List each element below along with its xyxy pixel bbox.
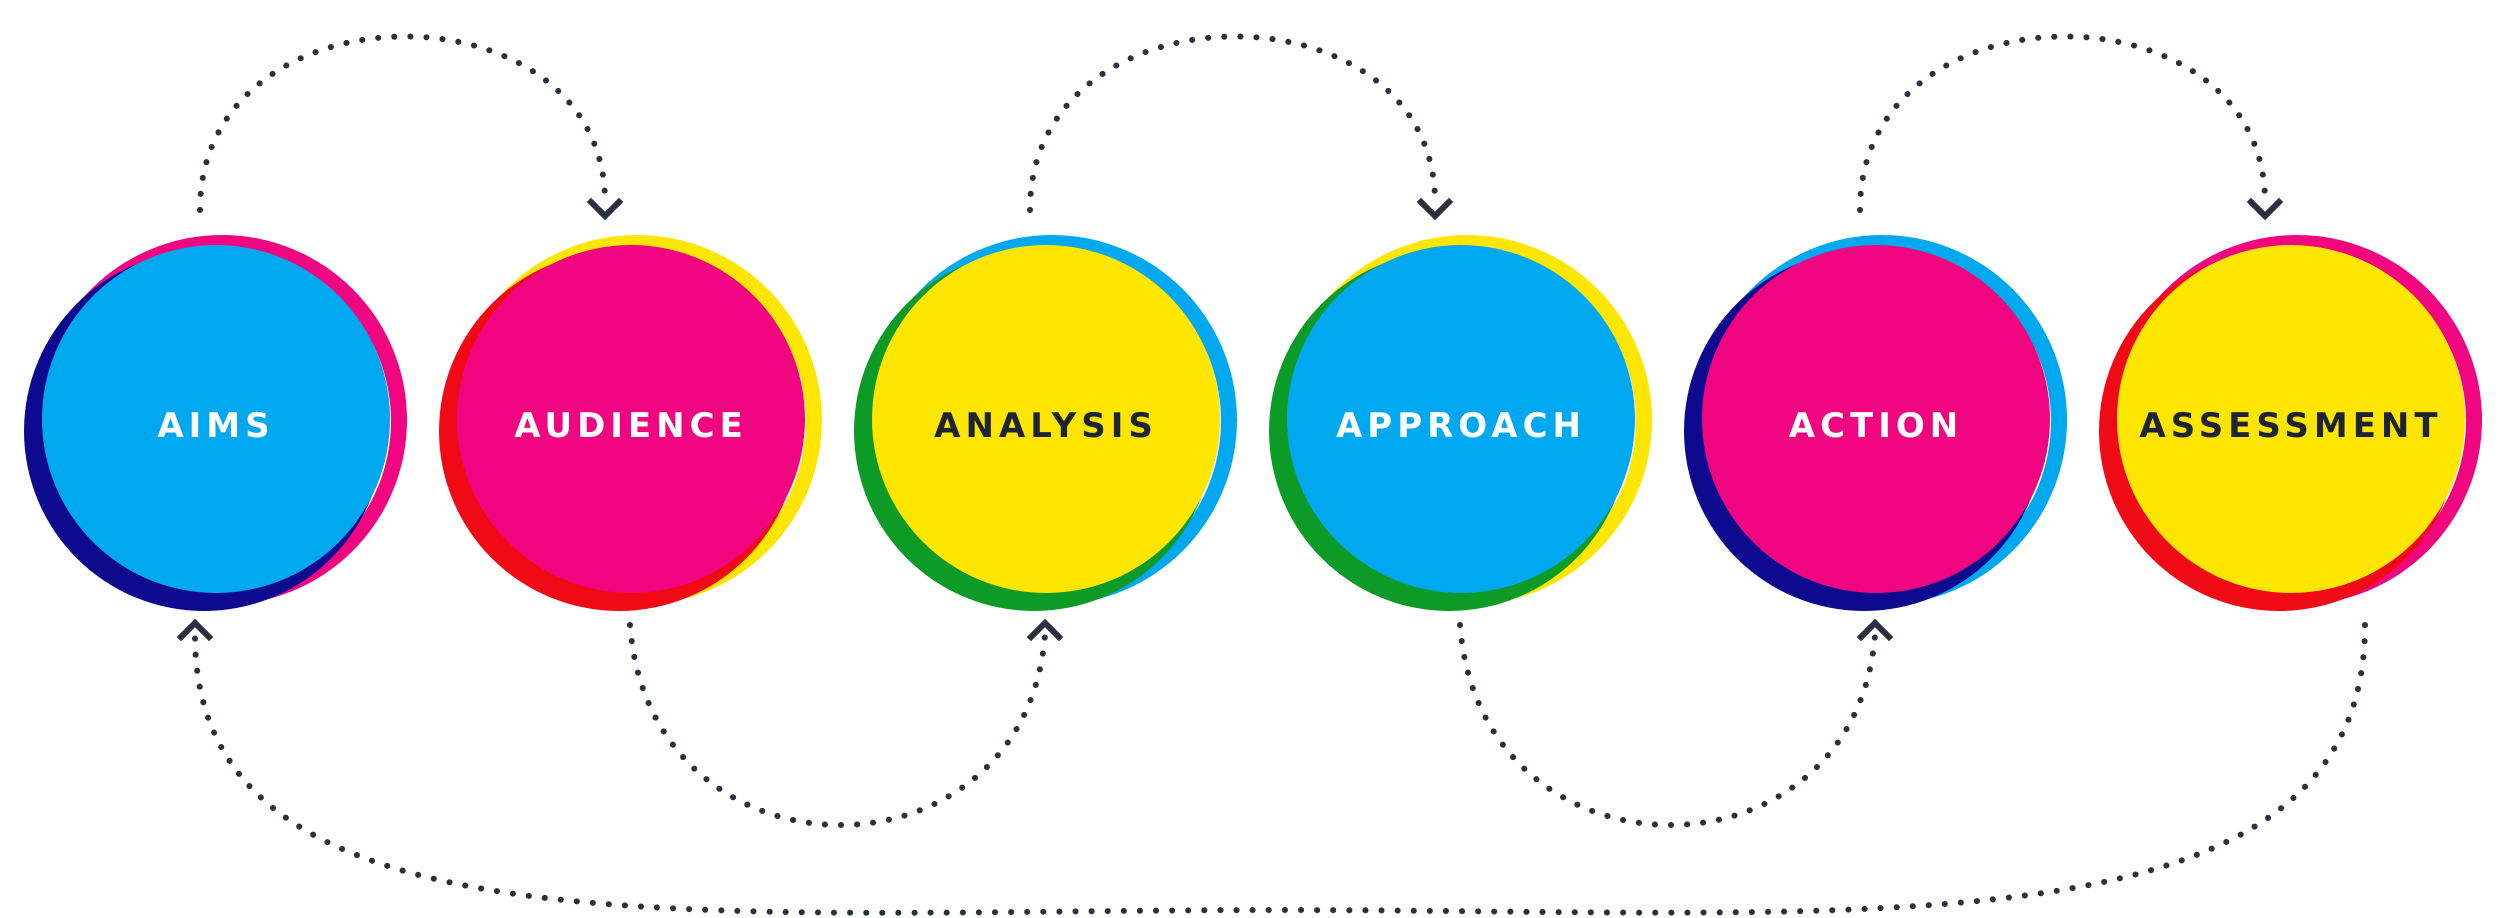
stage-analysis: ANALYSIS: [854, 235, 1237, 611]
arrowhead-icon: [586, 197, 624, 221]
stage-label: ANALYSIS: [934, 406, 1158, 446]
connector-aims-to-audience: [197, 33, 624, 221]
stage-approach: APPROACH: [1269, 235, 1652, 611]
arrowhead-icon: [1026, 618, 1064, 642]
connector-arrows: [176, 33, 2368, 916]
arrowhead-icon: [1856, 618, 1894, 642]
stage-disc: [1702, 245, 2050, 593]
stage-circles: AIMS AUDIENCE ANALYSIS APPROACH ACTION ASSESS…: [24, 235, 2482, 611]
connector-audience-to-analysis: [627, 618, 1064, 828]
stage-label: ACTION: [1789, 406, 1963, 446]
connector-action-to-assessment: [1857, 33, 2284, 221]
arrowhead-icon: [2246, 197, 2284, 221]
stage-disc: [2117, 245, 2465, 593]
dotted-connector-path: [1457, 622, 1878, 828]
stage-assessment: ASSESSMENT: [2099, 235, 2482, 611]
dotted-connector-path: [197, 33, 608, 213]
connector-approach-to-action: [1457, 618, 1894, 828]
stage-aims: AIMS: [24, 235, 407, 611]
dotted-connector-path: [627, 622, 1048, 828]
stage-label: AIMS: [157, 406, 274, 446]
stage-audience: AUDIENCE: [439, 235, 822, 611]
dotted-connector-path: [192, 622, 2368, 916]
stage-disc: [1287, 245, 1635, 593]
dotted-connector-path: [1857, 33, 2268, 213]
stage-label: ASSESSMENT: [2139, 406, 2442, 446]
stage-disc: [457, 245, 805, 593]
stage-disc: [42, 245, 390, 593]
connector-assessment-to-aims: [176, 618, 2368, 916]
connector-analysis-to-approach: [1027, 33, 1454, 221]
stage-action: ACTION: [1684, 235, 2067, 611]
stage-label: AUDIENCE: [514, 406, 748, 446]
stage-label: APPROACH: [1336, 406, 1586, 446]
arrowhead-icon: [1416, 197, 1454, 221]
stage-disc: [872, 245, 1220, 593]
arrowhead-icon: [176, 618, 214, 642]
dotted-connector-path: [1027, 33, 1438, 213]
